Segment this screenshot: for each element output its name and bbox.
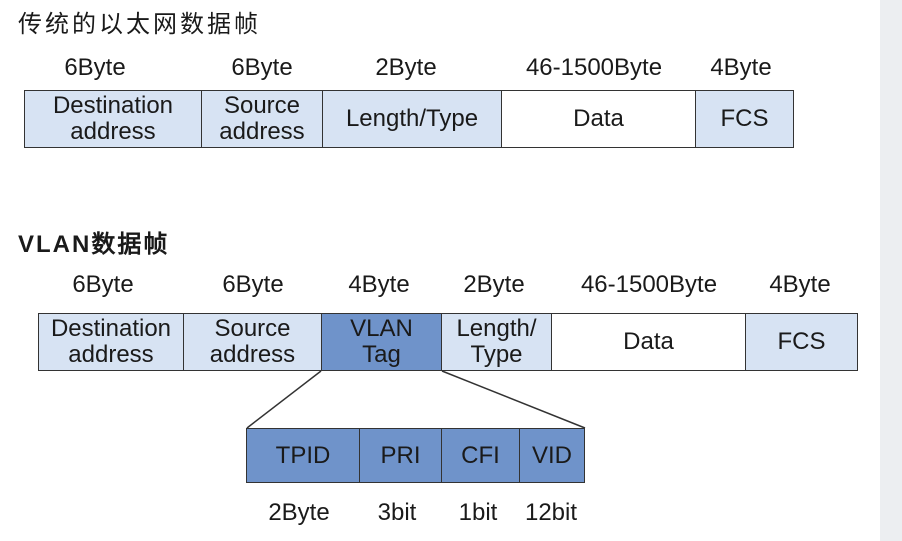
vlan-size-label-vlan-tag: 4Byte (348, 271, 410, 298)
field-label-line: Destination (50, 315, 172, 342)
vlan-frame: Destination address Source address VLAN … (38, 313, 858, 371)
field-label-line: Source (214, 315, 291, 342)
vlan-tag-breakdown: TPID PRI CFI VID (246, 428, 585, 483)
field-label-line: Length/ (456, 315, 537, 342)
field-label-line: address (219, 118, 305, 145)
ethernet-field-fcs: FCS (695, 91, 793, 147)
vlan-tag-size-label-vid: 12bit (524, 499, 578, 526)
field-label-line: VLAN (350, 315, 413, 342)
vlan-size-label-data: 46-1500Byte (580, 271, 718, 298)
vlan-tag-size-label-cfi: 1bit (458, 499, 498, 526)
vlan-size-label-destination: 6Byte (72, 271, 134, 298)
vlan-size-label-source: 6Byte (222, 271, 284, 298)
field-label-line: FCS (777, 328, 826, 355)
vlan-size-label-length-type: 2Byte (463, 271, 525, 298)
vlan-frame-title: VLAN数据帧 (18, 231, 170, 258)
field-label-line: address (209, 341, 296, 368)
ethernet-frame: Destination address Source address Lengt… (24, 90, 794, 148)
field-label-line: TPID (275, 441, 331, 469)
field-label-line: Destination (52, 92, 174, 119)
ethernet-frame-title: 传统的以太网数据帧 (18, 11, 261, 38)
field-label-line: Tag (362, 341, 401, 368)
field-label-line: Source (223, 92, 301, 119)
vlan-field-length-type: Length/ Type (441, 314, 551, 370)
field-label-line: Length/Type (345, 105, 479, 132)
ethernet-size-label-length-type: 2Byte (375, 54, 437, 81)
vlan-tag-field-vid: VID (519, 429, 584, 482)
vlan-field-source-address: Source address (183, 314, 321, 370)
field-label-line: Data (573, 105, 624, 132)
vlan-field-destination-address: Destination address (39, 314, 183, 370)
vlan-field-data: Data (551, 314, 745, 370)
vlan-tag-size-label-tpid: 2Byte (268, 499, 330, 526)
ethernet-size-label-data: 46-1500Byte (525, 54, 663, 81)
vlan-tag-field-cfi: CFI (441, 429, 519, 482)
vlan-field-vlan-tag: VLAN Tag (321, 314, 441, 370)
vlan-field-fcs: FCS (745, 314, 857, 370)
vlan-size-label-fcs: 4Byte (769, 271, 831, 298)
ethernet-field-source-address: Source address (201, 91, 322, 147)
expansion-line-left (246, 370, 322, 429)
field-label-line: Data (623, 328, 674, 355)
field-label-line: FCS (720, 105, 769, 132)
expansion-line-right (441, 370, 586, 429)
field-label-line: VID (531, 441, 572, 469)
ethernet-size-label-fcs: 4Byte (710, 54, 772, 81)
ethernet-size-label-destination: 6Byte (64, 54, 126, 81)
field-label-line: PRI (380, 441, 421, 469)
field-label-line: CFI (461, 441, 500, 469)
ethernet-field-length-type: Length/Type (322, 91, 501, 147)
vlan-tag-size-label-pri: 3bit (377, 499, 417, 526)
ethernet-field-data: Data (501, 91, 695, 147)
ethernet-size-label-source: 6Byte (231, 54, 293, 81)
vlan-tag-field-pri: PRI (359, 429, 441, 482)
ethernet-field-destination-address: Destination address (25, 91, 201, 147)
background-strip (880, 0, 902, 541)
field-label-line: address (68, 341, 154, 368)
vlan-tag-field-tpid: TPID (247, 429, 359, 482)
field-label-line: Type (470, 341, 523, 368)
field-label-line: address (70, 118, 156, 145)
